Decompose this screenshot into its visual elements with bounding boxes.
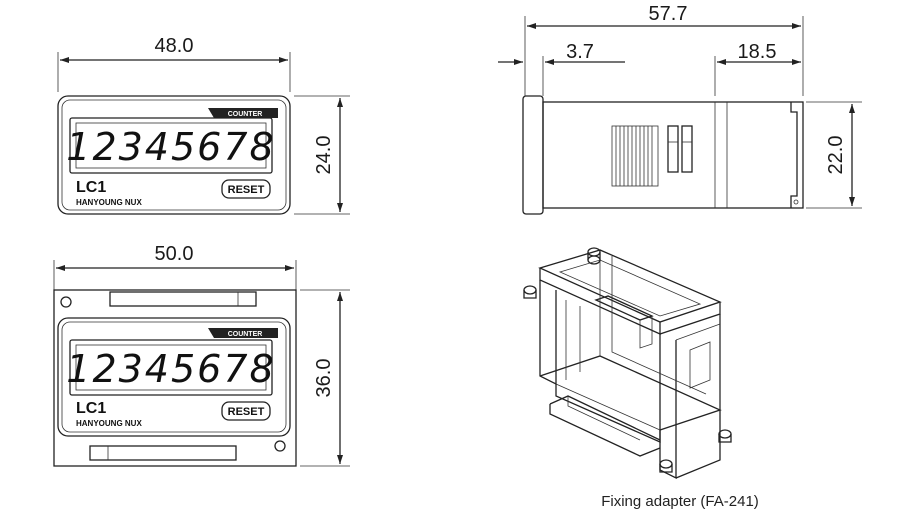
front-height-dimension: 24.0 — [294, 95, 350, 215]
front-display-digits: 12345678 — [66, 125, 275, 169]
adapter-model-label: LC1 — [76, 400, 106, 417]
adapter-front-view: 50.0 COUNTER 12345678 LC1 HANYOUNG NUX R… — [53, 243, 350, 467]
svg-text:RESET: RESET — [228, 406, 265, 418]
side-total-depth-dimension: 57.7 — [524, 3, 804, 96]
svg-text:COUNTER: COUNTER — [228, 111, 263, 118]
adapter-screw-pins — [523, 247, 732, 473]
front-brand-logo: HANYOUNG NUX — [76, 198, 142, 207]
adapter-reset-button — [221, 401, 271, 421]
counter-tag — [208, 108, 278, 118]
side-bezel-depth-dimension: 3.7 — [498, 41, 625, 96]
front-model-label: LC1 — [76, 179, 106, 196]
adapter-brand-logo: HANYOUNG NUX — [76, 419, 142, 428]
front-height-label: 24.0 — [313, 136, 335, 175]
mount-hole-bottom-right — [274, 440, 286, 452]
adapter-caption: Fixing adapter (FA-241) — [601, 493, 759, 510]
side-bezel — [522, 95, 544, 215]
front-width-label: 48.0 — [155, 35, 194, 57]
svg-text:COUNTER: COUNTER — [228, 331, 263, 338]
side-height-dimension: 22.0 — [806, 101, 862, 209]
adapter-display-digits: 12345678 — [66, 347, 275, 391]
side-rear-depth-dimension: 18.5 — [714, 41, 801, 96]
side-view: 57.7 3.7 18.5 — [498, 3, 862, 215]
fixing-adapter-illustration: Fixing adapter (FA-241) — [523, 247, 759, 510]
front-body — [57, 95, 291, 215]
adapter-display-window — [69, 339, 273, 396]
side-housing — [542, 101, 804, 209]
svg-text:RESET: RESET — [228, 184, 265, 196]
side-height-label: 22.0 — [825, 136, 847, 175]
adapter-width-dimension: 50.0 — [53, 243, 297, 290]
adapter-counter-body — [57, 317, 291, 437]
side-vent-slots — [611, 125, 693, 187]
front-display-window — [69, 117, 273, 174]
mount-hole-top-left — [60, 296, 72, 308]
adapter-counter-tag — [208, 328, 278, 338]
front-reset-button — [221, 179, 271, 199]
adapter-height-dimension: 36.0 — [300, 289, 350, 467]
side-total-depth-label: 57.7 — [649, 3, 688, 25]
adapter-width-label: 50.0 — [155, 243, 194, 265]
adapter-height-label: 36.0 — [313, 359, 335, 398]
adapter-plate — [53, 289, 297, 467]
side-rear-depth-label: 18.5 — [738, 41, 777, 63]
side-rear-clip — [790, 102, 798, 208]
front-view: 48.0 COUNTER 12345678 LC1 HANYOUNG NUX R… — [57, 35, 350, 215]
front-width-dimension: 48.0 — [57, 35, 291, 92]
side-bezel-depth-label: 3.7 — [566, 41, 594, 63]
